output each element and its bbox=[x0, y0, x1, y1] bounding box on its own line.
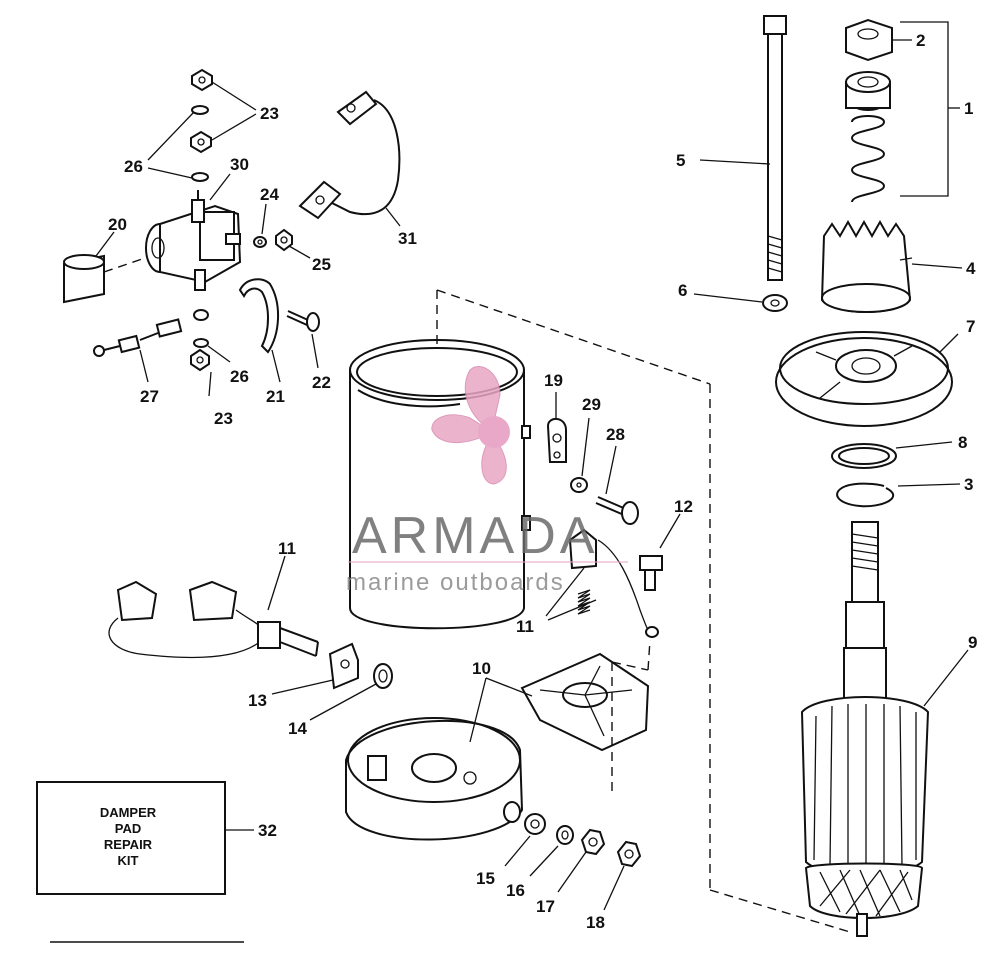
callout-11-left: 11 bbox=[278, 539, 296, 558]
spring-1 bbox=[850, 115, 886, 203]
screw-22 bbox=[286, 310, 320, 332]
callout-12: 12 bbox=[674, 497, 693, 516]
callout-5: 5 bbox=[676, 151, 685, 170]
retaining-ring-3 bbox=[836, 482, 895, 508]
band-20 bbox=[63, 254, 146, 304]
callout-32: 32 bbox=[258, 821, 277, 840]
bracket-21 bbox=[238, 278, 280, 354]
callout-19: 19 bbox=[544, 371, 563, 390]
callout-25: 25 bbox=[312, 255, 331, 274]
washer-6 bbox=[762, 294, 788, 312]
nut-23-low bbox=[190, 348, 210, 372]
callout-23-top: 23 bbox=[260, 104, 279, 123]
nut-23-mid bbox=[190, 130, 212, 154]
nut-18 bbox=[616, 840, 642, 868]
callout-22: 22 bbox=[312, 373, 331, 392]
brush-set-11-left bbox=[108, 580, 319, 659]
brush-holder-10 bbox=[520, 639, 651, 796]
callout-26-low: 26 bbox=[230, 367, 249, 386]
solenoid-body bbox=[145, 190, 242, 291]
callout-11-right: 11 bbox=[516, 617, 534, 636]
kit-line-1: DAMPER bbox=[100, 805, 157, 820]
watermark: ARMADA marine outboards bbox=[346, 365, 628, 596]
spacer-1 bbox=[845, 71, 891, 111]
end-cap bbox=[345, 717, 524, 841]
washer-14 bbox=[373, 663, 393, 689]
callout-1: 1 bbox=[964, 99, 973, 118]
callout-24: 24 bbox=[260, 185, 279, 204]
callout-28: 28 bbox=[606, 425, 625, 444]
callout-9: 9 bbox=[968, 633, 977, 652]
callout-29: 29 bbox=[582, 395, 601, 414]
kit-line-2: PAD bbox=[115, 821, 141, 836]
callout-26-top: 26 bbox=[124, 157, 143, 176]
callout-17: 17 bbox=[536, 897, 555, 916]
armature-9 bbox=[800, 521, 930, 937]
washer-16 bbox=[556, 825, 574, 845]
battery-cable-31 bbox=[298, 90, 401, 220]
washer-29 bbox=[570, 477, 588, 493]
callout-18: 18 bbox=[586, 913, 605, 932]
watermark-brand: ARMADA bbox=[352, 507, 598, 565]
solenoid-assembly bbox=[63, 68, 401, 372]
callout-2: 2 bbox=[916, 31, 925, 50]
lockwasher-26-low bbox=[193, 338, 209, 348]
callout-20: 20 bbox=[108, 215, 127, 234]
callout-14: 14 bbox=[288, 719, 307, 738]
screw-12 bbox=[639, 555, 663, 591]
callout-10: 10 bbox=[472, 659, 491, 678]
kit-line-3: REPAIR bbox=[104, 837, 153, 852]
head-assembly-7 bbox=[775, 331, 953, 427]
callout-30: 30 bbox=[230, 155, 249, 174]
washer-24 bbox=[253, 236, 267, 248]
brush-set-11-right bbox=[568, 528, 659, 638]
callout-16: 16 bbox=[506, 881, 525, 900]
nut-2 bbox=[845, 18, 893, 62]
callout-numbers: 23 26 30 24 25 20 31 27 23 26 21 22 19 2… bbox=[108, 31, 977, 932]
terminal-27 bbox=[93, 309, 209, 357]
callout-27: 27 bbox=[140, 387, 159, 406]
callout-31: 31 bbox=[398, 229, 417, 248]
through-bolt-5 bbox=[763, 15, 787, 281]
callout-7: 7 bbox=[966, 317, 975, 336]
nut-23-top bbox=[191, 68, 213, 92]
propeller-logo-icon bbox=[431, 365, 510, 485]
nut-25 bbox=[275, 228, 293, 252]
callout-21: 21 bbox=[266, 387, 285, 406]
screw-28 bbox=[595, 496, 639, 525]
pinion-4 bbox=[820, 219, 913, 313]
callout-13: 13 bbox=[248, 691, 267, 710]
washer-8 bbox=[831, 443, 897, 469]
clip-19 bbox=[546, 418, 567, 463]
insulator-13 bbox=[328, 642, 359, 690]
lockwasher-26-top bbox=[191, 105, 209, 115]
washer-15 bbox=[524, 813, 546, 835]
leader-lines bbox=[95, 21, 969, 911]
lockwasher-26-mid bbox=[191, 172, 209, 182]
callout-23-low: 23 bbox=[214, 409, 233, 428]
watermark-tagline: marine outboards bbox=[346, 569, 565, 596]
callout-15: 15 bbox=[476, 869, 495, 888]
nut-17 bbox=[580, 828, 606, 856]
callout-6: 6 bbox=[678, 281, 687, 300]
callout-3: 3 bbox=[964, 475, 973, 494]
callout-8: 8 bbox=[958, 433, 967, 452]
kit-line-4: KIT bbox=[118, 853, 139, 868]
damper-pad-kit-box: DAMPER PAD REPAIR KIT bbox=[36, 781, 226, 895]
callout-4: 4 bbox=[966, 259, 976, 278]
